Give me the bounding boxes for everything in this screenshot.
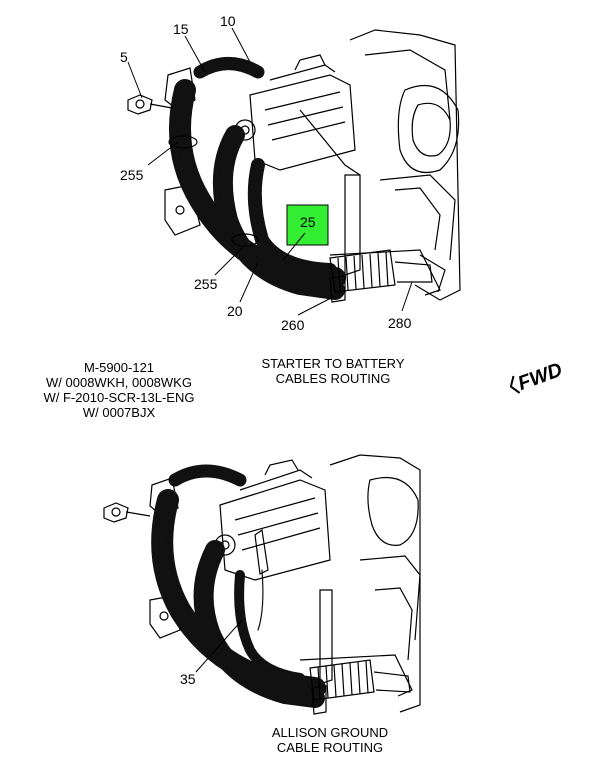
caption-top-line-1: STARTER TO BATTERY	[261, 356, 404, 371]
leader-lines-top	[127, 27, 413, 316]
model-info-block: M-5900-121 W/ 0008WKH, 0008WKG W/ F-2010…	[44, 360, 195, 420]
fwd-label: FWD	[515, 359, 565, 395]
engine-block-bottom	[299, 454, 421, 713]
battery-terminal-bottom	[103, 502, 151, 523]
callout-20: 20	[227, 303, 243, 319]
cable-bundle-20	[169, 79, 346, 300]
highlight-box-25	[286, 204, 329, 246]
model-info-line-2: W/ 0008WKH, 0008WKG	[46, 375, 192, 390]
caption-bottom-line-2: CABLE ROUTING	[277, 740, 383, 755]
callout-255a: 255	[120, 167, 144, 183]
clamp-255b	[231, 233, 259, 247]
fwd-arrow-icon	[509, 375, 521, 394]
cable-bundle-bottom	[151, 464, 326, 708]
clamp-260	[329, 275, 346, 303]
callout-280: 280	[388, 315, 412, 331]
callout-35: 35	[180, 671, 196, 687]
battery-terminal-5	[127, 94, 173, 115]
callout-25: 25	[300, 214, 316, 230]
starter-motor-bottom	[214, 459, 331, 581]
callout-5: 5	[120, 49, 128, 65]
engine-block-top	[329, 29, 461, 301]
callout-10: 10	[220, 13, 236, 29]
callout-255b: 255	[194, 276, 218, 292]
callout-15: 15	[173, 21, 189, 37]
model-info-line-1: M-5900-121	[84, 360, 154, 375]
callout-260: 260	[281, 317, 305, 333]
caption-top-line-2: CABLES ROUTING	[276, 371, 391, 386]
top-illustration: 25 15 10 5 255 255 20 260 280	[120, 13, 461, 333]
caption-top: STARTER TO BATTERY CABLES ROUTING	[261, 356, 404, 386]
cable-15	[193, 57, 265, 79]
clamp-255a	[168, 135, 198, 149]
ground-cable-35	[234, 569, 305, 683]
caption-bottom-line-1: ALLISON GROUND	[272, 725, 388, 740]
model-info-line-3: W/ F-2010-SCR-13L-ENG	[44, 390, 195, 405]
bottom-illustration: 35	[103, 454, 421, 715]
convoluted-loom-bottom	[309, 659, 411, 715]
caption-bottom: ALLISON GROUND CABLE ROUTING	[272, 725, 388, 755]
model-info-line-4: W/ 0007BJX	[83, 405, 156, 420]
leader-lines-bottom	[195, 619, 243, 673]
fwd-indicator: FWD	[509, 359, 565, 395]
convoluted-loom-280	[329, 249, 433, 293]
